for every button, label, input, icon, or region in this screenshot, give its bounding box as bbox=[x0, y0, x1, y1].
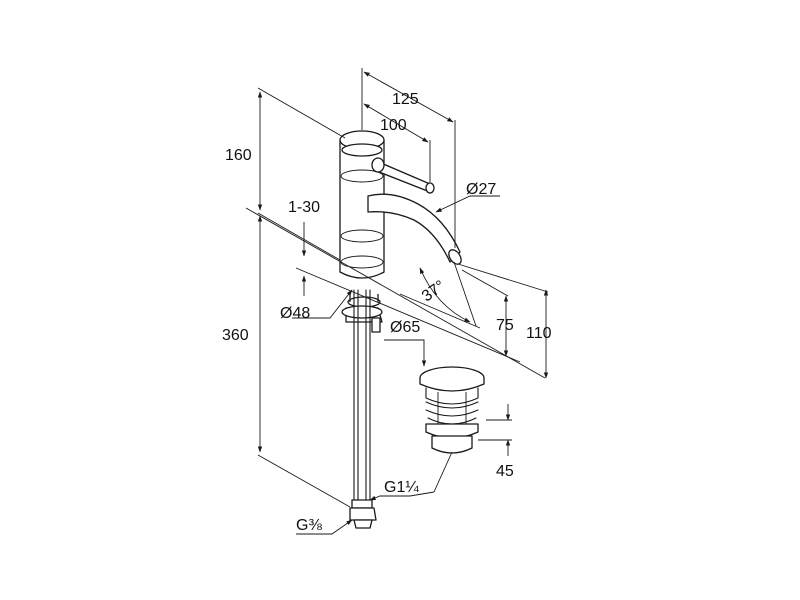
base-plate bbox=[341, 294, 383, 333]
dim-deck-thickness: 1-30 bbox=[288, 199, 320, 216]
waste-fitting bbox=[419, 366, 485, 454]
faucet-body bbox=[339, 130, 385, 279]
spout bbox=[367, 193, 462, 265]
dim-lever-reach: 100 bbox=[380, 117, 407, 134]
dimension-lines bbox=[245, 68, 549, 535]
dim-waste-height: 45 bbox=[496, 463, 514, 480]
dim-spout-height: 110 bbox=[526, 325, 552, 342]
dim-hose-thread: G⅜ bbox=[296, 517, 322, 534]
dim-outlet-diameter: Ø27 bbox=[466, 181, 496, 198]
dim-waste-diameter: Ø65 bbox=[390, 319, 420, 336]
dim-upper-height: 160 bbox=[225, 147, 252, 164]
dim-outlet-height: 75 bbox=[496, 317, 514, 334]
dim-total-height: 360 bbox=[222, 327, 249, 344]
supply-hoses bbox=[349, 289, 377, 529]
dim-spout-reach: 125 bbox=[392, 91, 419, 108]
lever-handle bbox=[371, 157, 435, 194]
dim-waste-thread: G1¼ bbox=[384, 479, 419, 496]
dim-base-diameter: Ø48 bbox=[280, 305, 310, 322]
dim-spout-angle: 37° bbox=[419, 278, 449, 306]
